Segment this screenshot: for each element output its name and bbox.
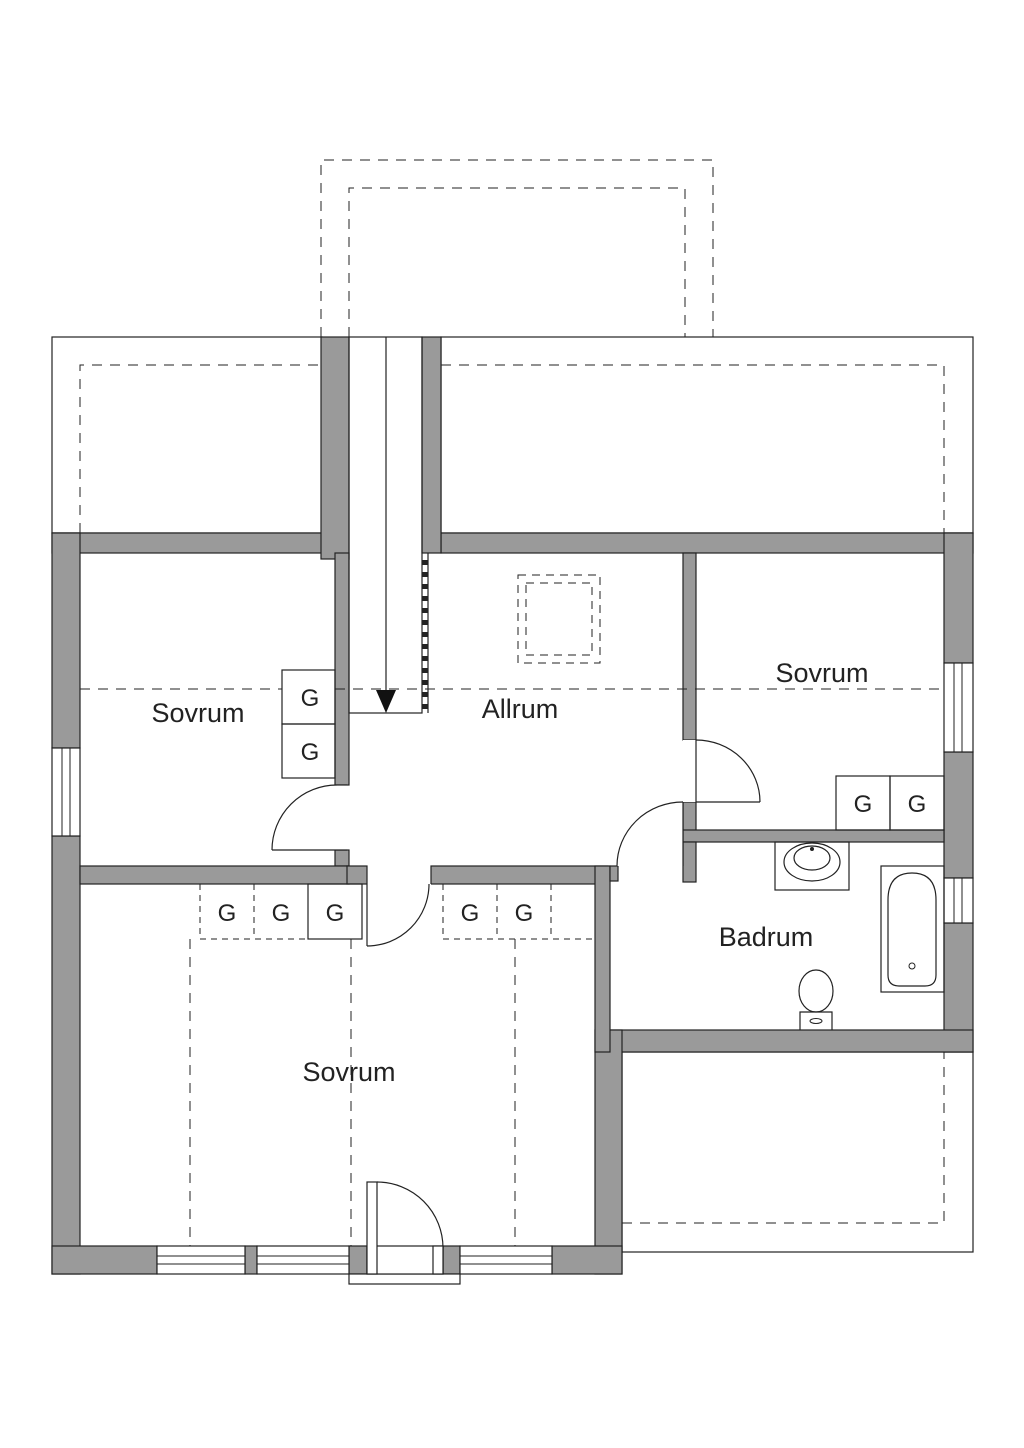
room-label-sovrum-right: Sovrum — [775, 658, 868, 688]
wardrobe-label: G — [272, 900, 291, 927]
interior-walls — [79, 552, 945, 1053]
room-label-badrum: Badrum — [719, 922, 814, 952]
windows — [51, 662, 974, 1275]
toilet-icon — [798, 969, 834, 1030]
door-sovrum-right — [683, 739, 761, 803]
wardrobe-label: G — [908, 791, 927, 818]
attic-bottom-right — [621, 1051, 974, 1253]
wardrobes-sovrum-bottom: G G G G G — [199, 883, 595, 940]
balcony-door — [348, 1181, 461, 1285]
bathtub-icon — [880, 865, 945, 993]
wardrobe-label: G — [218, 900, 237, 927]
wardrobe-label: G — [301, 685, 320, 712]
door-sovrum-bottom — [366, 883, 431, 947]
stair-railing — [422, 553, 429, 713]
wardrobes-sovrum-right: G G — [835, 775, 945, 831]
attic-top-right — [440, 336, 974, 534]
skylight — [517, 574, 601, 664]
room-label-allrum: Allrum — [482, 694, 559, 724]
room-label-sovrum-bottom: Sovrum — [302, 1057, 395, 1087]
wardrobe-label: G — [326, 900, 345, 927]
dormer-outline — [320, 159, 714, 337]
wardrobe-label: G — [515, 900, 534, 927]
roof-lines — [80, 688, 944, 1246]
wardrobes-sovrum-left: G G — [281, 669, 336, 779]
sink-icon — [774, 841, 850, 891]
door-sovrum-left — [271, 784, 347, 851]
staircase — [348, 336, 429, 714]
wardrobe-label: G — [301, 739, 320, 766]
stair-walls — [320, 336, 442, 560]
wardrobe-label: G — [461, 900, 480, 927]
wardrobe-label: G — [854, 791, 873, 818]
door-badrum — [616, 801, 684, 867]
attic-top-left — [51, 336, 323, 534]
room-label-sovrum-left: Sovrum — [151, 698, 244, 728]
